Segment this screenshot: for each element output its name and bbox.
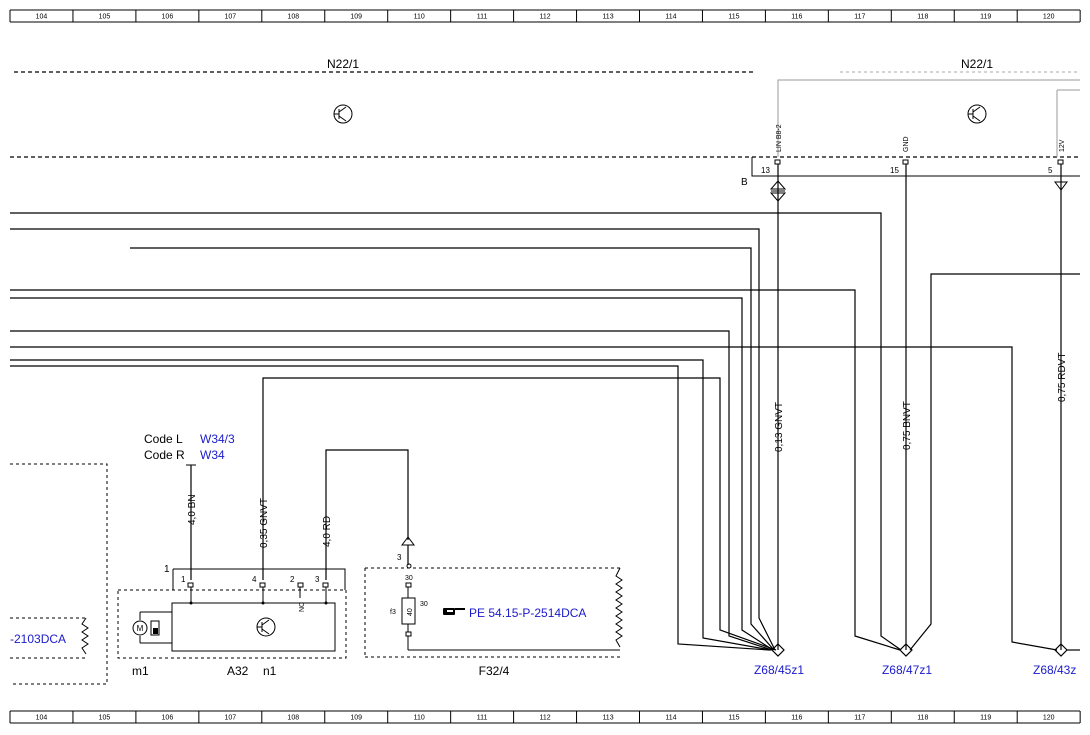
top-ruler-number: 117 bbox=[854, 14, 865, 21]
bottom-ruler-number: 120 bbox=[1043, 715, 1055, 722]
top-ruler-number: 112 bbox=[539, 14, 550, 21]
wire-label-rdvt-075: 0,75 RDVT bbox=[1057, 353, 1068, 402]
bottom-ruler-number: 113 bbox=[602, 715, 613, 722]
a32-component: 1 1 4 2 3 NC M bbox=[117, 564, 347, 678]
connector-link-z68-45z1[interactable]: Z68/45z1 bbox=[754, 663, 804, 677]
bottom-ruler-number: 110 bbox=[414, 715, 425, 722]
top-ruler-number: 105 bbox=[99, 14, 111, 21]
switch-icon bbox=[150, 620, 160, 636]
bottom-ruler-number: 106 bbox=[162, 715, 174, 722]
f32-label: F32/4 bbox=[479, 664, 510, 678]
f32-reference-link[interactable]: PE 54.15-P-2514DCA bbox=[469, 606, 586, 620]
fuse-value: 40 bbox=[407, 608, 414, 616]
wire-label-bnvt-075: 0,75 BNVT bbox=[902, 401, 913, 450]
connector-diamond-icon bbox=[1054, 643, 1068, 657]
code-l-label: Code L bbox=[144, 432, 183, 446]
connector-diamond-icon bbox=[899, 643, 913, 657]
connector-diamond-icon bbox=[771, 643, 785, 657]
transistor-icon bbox=[967, 104, 987, 124]
top-ruler-number: 104 bbox=[36, 14, 48, 21]
bottom-ruler-number: 119 bbox=[980, 715, 991, 722]
top-ruler: 104 105 106 107 108 109 110 111 112 113 114 115 116 1… bbox=[9, 9, 1081, 23]
module-label-left: N22/1 bbox=[327, 57, 359, 71]
top-ruler-number: 108 bbox=[287, 14, 299, 21]
bottom-ruler-number: 108 bbox=[287, 715, 299, 722]
code-l-link[interactable]: W34/3 bbox=[200, 432, 235, 446]
module-label-right: N22/1 bbox=[961, 57, 993, 71]
motor-icon: M bbox=[132, 620, 148, 636]
a32-pin-2: 2 bbox=[290, 575, 295, 584]
a32-pin-1-outer: 1 bbox=[164, 564, 170, 575]
a32-pin-4: 4 bbox=[252, 575, 257, 584]
top-ruler-number: 118 bbox=[917, 14, 928, 21]
bottom-ruler-number: 115 bbox=[728, 715, 739, 722]
top-ruler-number: 113 bbox=[602, 14, 613, 21]
pin-name-gnd: GND bbox=[903, 136, 910, 152]
pin-name-12v: 12V bbox=[1059, 139, 1066, 152]
bottom-ruler-number: 114 bbox=[665, 715, 676, 722]
n22-1-module: N22/1 N22/1 B LIN B8-2 GND 12V 13 15 bbox=[10, 57, 1080, 188]
bottom-ruler-number: 116 bbox=[791, 715, 802, 722]
a32-label-m1: m1 bbox=[132, 664, 149, 678]
wire-label-gnvt-013: 0,13 GNVT bbox=[774, 402, 785, 452]
wire-label-rd-40: 4,0 RD bbox=[322, 516, 333, 547]
bottom-ruler-number: 109 bbox=[350, 715, 362, 722]
top-ruler-number: 120 bbox=[1043, 14, 1055, 21]
pin-name-lin: LIN B8-2 bbox=[776, 124, 783, 152]
a32-nc-label: NC bbox=[299, 602, 306, 612]
left-component-block: -2103DCA bbox=[10, 463, 108, 685]
bottom-ruler-number: 117 bbox=[854, 715, 865, 722]
code-r-label: Code R bbox=[144, 448, 185, 462]
top-ruler-number: 116 bbox=[791, 14, 802, 21]
top-ruler-number: 114 bbox=[665, 14, 676, 21]
bottom-ruler-number: 111 bbox=[477, 715, 488, 722]
fuse-label: f3 bbox=[390, 609, 396, 616]
pin-number-15: 15 bbox=[890, 166, 899, 175]
bottom-ruler: 104 105 106 107 108 109 110 111 112 113 114 115 116 1… bbox=[9, 710, 1081, 724]
bottom-ruler-number: 118 bbox=[917, 715, 928, 722]
top-ruler-number: 110 bbox=[414, 14, 425, 21]
bottom-ruler-number: 104 bbox=[36, 715, 48, 722]
a32-label: A32 bbox=[227, 664, 249, 678]
a32-pin-1: 1 bbox=[181, 575, 186, 584]
pin-number-5: 5 bbox=[1048, 166, 1053, 175]
wire-label-gnvt-035: 0,35 GNVT bbox=[259, 498, 270, 548]
pin-number-13: 13 bbox=[761, 166, 770, 175]
a32-pin-3: 3 bbox=[315, 575, 320, 584]
code-r-link[interactable]: W34 bbox=[200, 448, 225, 462]
top-ruler-number: 111 bbox=[477, 14, 488, 21]
connector-link-z68-47z1[interactable]: Z68/47z1 bbox=[882, 663, 932, 677]
a32-label-n1: n1 bbox=[263, 664, 277, 678]
connector-link-z68-43z[interactable]: Z68/43z bbox=[1033, 663, 1076, 677]
pointing-hand-icon bbox=[443, 608, 465, 615]
bottom-ruler-number: 112 bbox=[539, 715, 550, 722]
f32-4-component: 3 30 40 f3 30 PE 54.15-P-2514DCA F32/4 bbox=[364, 536, 623, 678]
f32-pin-30-side: 30 bbox=[420, 601, 428, 608]
top-ruler-number: 119 bbox=[980, 14, 991, 21]
bottom-ruler-number: 107 bbox=[224, 715, 236, 722]
top-ruler-number: 109 bbox=[350, 14, 362, 21]
wire-label-bn-40: 4,0 BN bbox=[187, 494, 198, 525]
top-ruler-number: 106 bbox=[162, 14, 174, 21]
motor-letter: M bbox=[137, 624, 144, 633]
top-ruler-number: 107 bbox=[224, 14, 236, 21]
bus-wires bbox=[10, 212, 1080, 651]
transistor-icon bbox=[256, 617, 276, 637]
plug-label: B bbox=[741, 177, 748, 188]
f32-pin-3: 3 bbox=[397, 553, 402, 562]
left-reference-link[interactable]: -2103DCA bbox=[10, 632, 66, 646]
f32-pin-30-top: 30 bbox=[405, 575, 413, 582]
transistor-icon bbox=[333, 104, 353, 124]
top-ruler-number: 115 bbox=[728, 14, 739, 21]
bottom-ruler-number: 105 bbox=[99, 715, 111, 722]
